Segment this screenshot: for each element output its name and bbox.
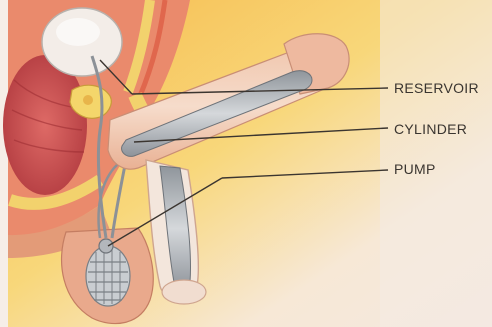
page-edge xyxy=(0,0,8,327)
bone-marrow xyxy=(83,95,93,105)
pump-label: PUMP xyxy=(394,161,436,177)
reservoir-label: RESERVOIR xyxy=(394,80,479,96)
cylinder-label: CYLINDER xyxy=(394,121,467,137)
reservoir-highlight xyxy=(56,18,100,46)
flaccid-glans xyxy=(162,280,206,304)
